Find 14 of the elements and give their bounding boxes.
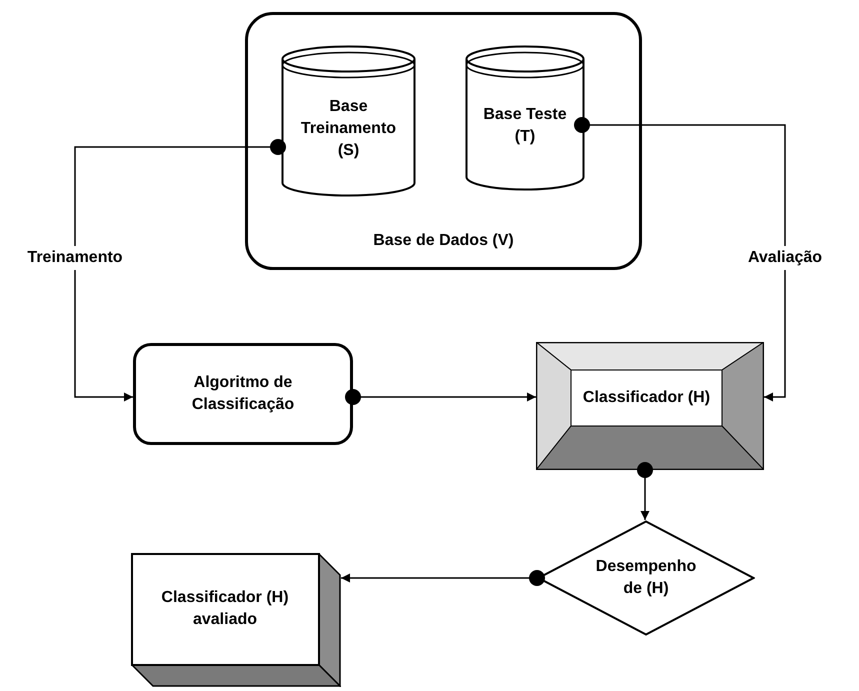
node-text: Base Teste (T) [482, 105, 568, 147]
node-text: Desempenho de (H) [594, 557, 698, 599]
node-text: Base Treinamento (S) [300, 97, 398, 161]
connector-arrow [637, 462, 653, 520]
node-text: Classificador (H) [582, 388, 710, 408]
node-text: Classificador (H) avaliado [160, 588, 290, 630]
process-box [133, 343, 353, 445]
node-text: Algoritmo de Classificação [190, 373, 296, 415]
connector-arrow [345, 389, 536, 405]
connector-arrow [74, 139, 286, 402]
connector-arrow [574, 117, 786, 402]
connector-arrow [341, 570, 545, 586]
node-text: Base de Dados (V) [373, 231, 514, 251]
database-box [245, 12, 642, 270]
